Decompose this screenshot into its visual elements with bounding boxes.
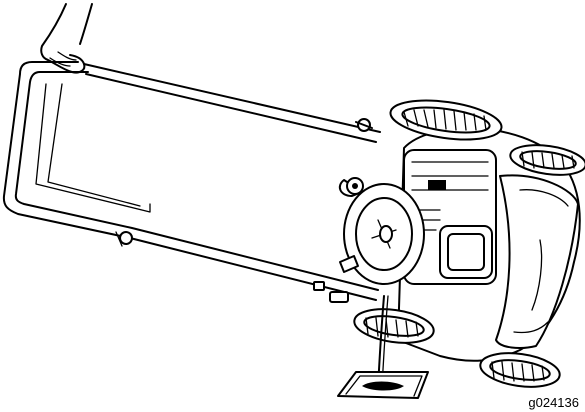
- operator-hand-icon: [40, 3, 93, 74]
- mower-handle: [2, 61, 381, 303]
- blade-housing: [338, 177, 425, 285]
- front-left-wheel-icon: [479, 352, 561, 388]
- front-right-wheel-icon: [509, 144, 585, 176]
- figure-reference-id: g024136: [528, 395, 579, 410]
- oil-drain-pan-icon: [337, 371, 429, 399]
- rear-right-wheel-icon: [353, 308, 435, 344]
- rear-left-wheel-icon: [389, 99, 503, 141]
- engine: [403, 149, 497, 285]
